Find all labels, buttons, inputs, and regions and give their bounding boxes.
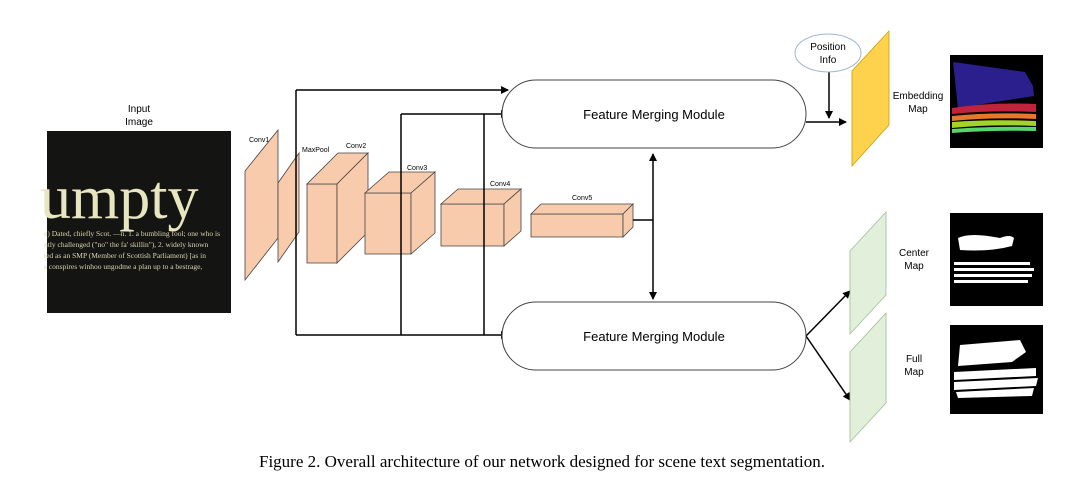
- input-label-line1: Input: [128, 104, 150, 115]
- conv4-label: Conv4: [490, 181, 510, 188]
- full-map-plane: [849, 311, 887, 444]
- position-info-line2: Info: [820, 55, 837, 66]
- feature-merging-module-bottom: [501, 301, 807, 371]
- input-image-word: umpty: [40, 164, 198, 232]
- feature-merging-module-top-label: Feature Merging Module: [583, 107, 725, 122]
- conv5-layer: [530, 203, 634, 238]
- conv1-layer: [244, 128, 279, 282]
- center-map-image: [950, 213, 1043, 306]
- full-map-label-line2: Map: [904, 367, 924, 378]
- full-map-label-line1: Full: [906, 354, 922, 365]
- embedding-map-label-line1: Embedding: [893, 91, 944, 102]
- figure-caption: Figure 2. Overall architecture of our ne…: [259, 452, 825, 471]
- input-image-line: s conspires winhoo ungodme a plan up to …: [44, 262, 202, 271]
- position-info-node: [794, 33, 862, 73]
- conv4-layer: [439, 188, 523, 247]
- conv2-label: Conv2: [346, 143, 366, 150]
- input-label-line2: Image: [125, 117, 153, 128]
- input-image-line: e) Dated, chiefly Scot. —n. 1. a bumblin…: [44, 229, 220, 238]
- center-map-label-line2: Map: [904, 261, 924, 272]
- center-map-plane: [849, 210, 887, 336]
- full-map-image: [950, 325, 1043, 414]
- input-image-line: ted as an SMP (Member of Scottish Parlia…: [44, 251, 206, 260]
- input-image: umpty e) Dated, chiefly Scot. —n. 1. a b…: [40, 131, 245, 313]
- conv3-label: Conv3: [407, 165, 427, 172]
- feature-merging-module-bottom-label: Feature Merging Module: [583, 329, 725, 344]
- embedding-map-plane: [851, 29, 890, 168]
- position-info-line1: Position: [810, 42, 846, 53]
- maxpool-label: MaxPool: [302, 147, 330, 154]
- conv1-label: Conv1: [249, 137, 269, 144]
- embedding-map-label-line2: Map: [908, 104, 928, 115]
- conv5-label: Conv5: [572, 195, 592, 202]
- conv3-layer: [363, 171, 437, 255]
- skip-connections: [295, 68, 851, 401]
- maxpool-layer: [277, 151, 300, 264]
- conv2-layer: [306, 152, 369, 264]
- input-image-line: ntly challenged ("no" the fa' skillin"),…: [44, 240, 209, 249]
- feature-merging-module-top: [501, 79, 807, 149]
- center-map-label-line1: Center: [899, 248, 930, 259]
- embedding-map-image: [950, 55, 1043, 148]
